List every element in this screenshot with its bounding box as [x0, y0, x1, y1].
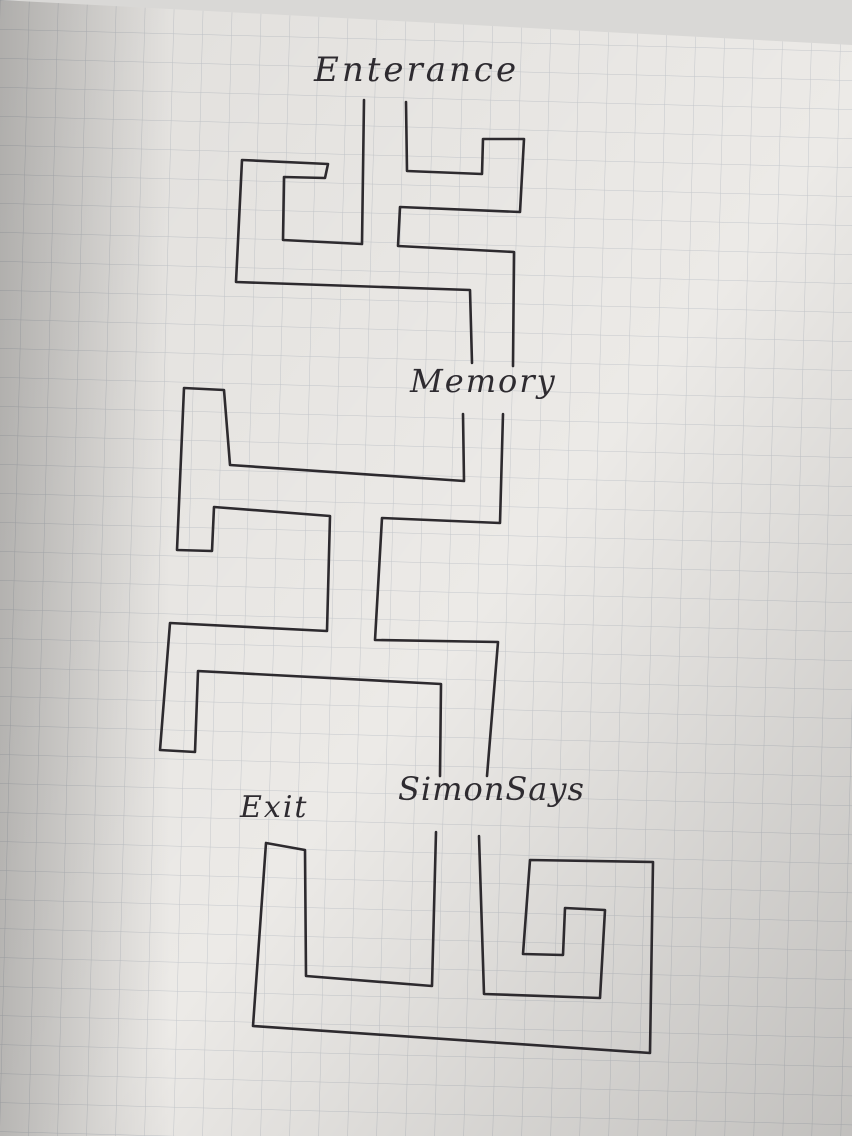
maze-section-simon-says	[251, 830, 655, 1055]
maze-wall	[234, 98, 474, 365]
simon-says-label: SimonSays	[398, 770, 585, 808]
memory-label: Memory	[410, 362, 557, 400]
maze-wall	[251, 830, 655, 1055]
maze-wall	[396, 100, 526, 368]
exit-label: Exit	[240, 790, 309, 825]
maze-wall	[158, 386, 466, 778]
entrance-label: Enterance	[314, 50, 520, 90]
maze-section-memory	[158, 386, 505, 778]
maze-wall	[373, 412, 505, 778]
maze-section-entrance	[234, 98, 526, 368]
